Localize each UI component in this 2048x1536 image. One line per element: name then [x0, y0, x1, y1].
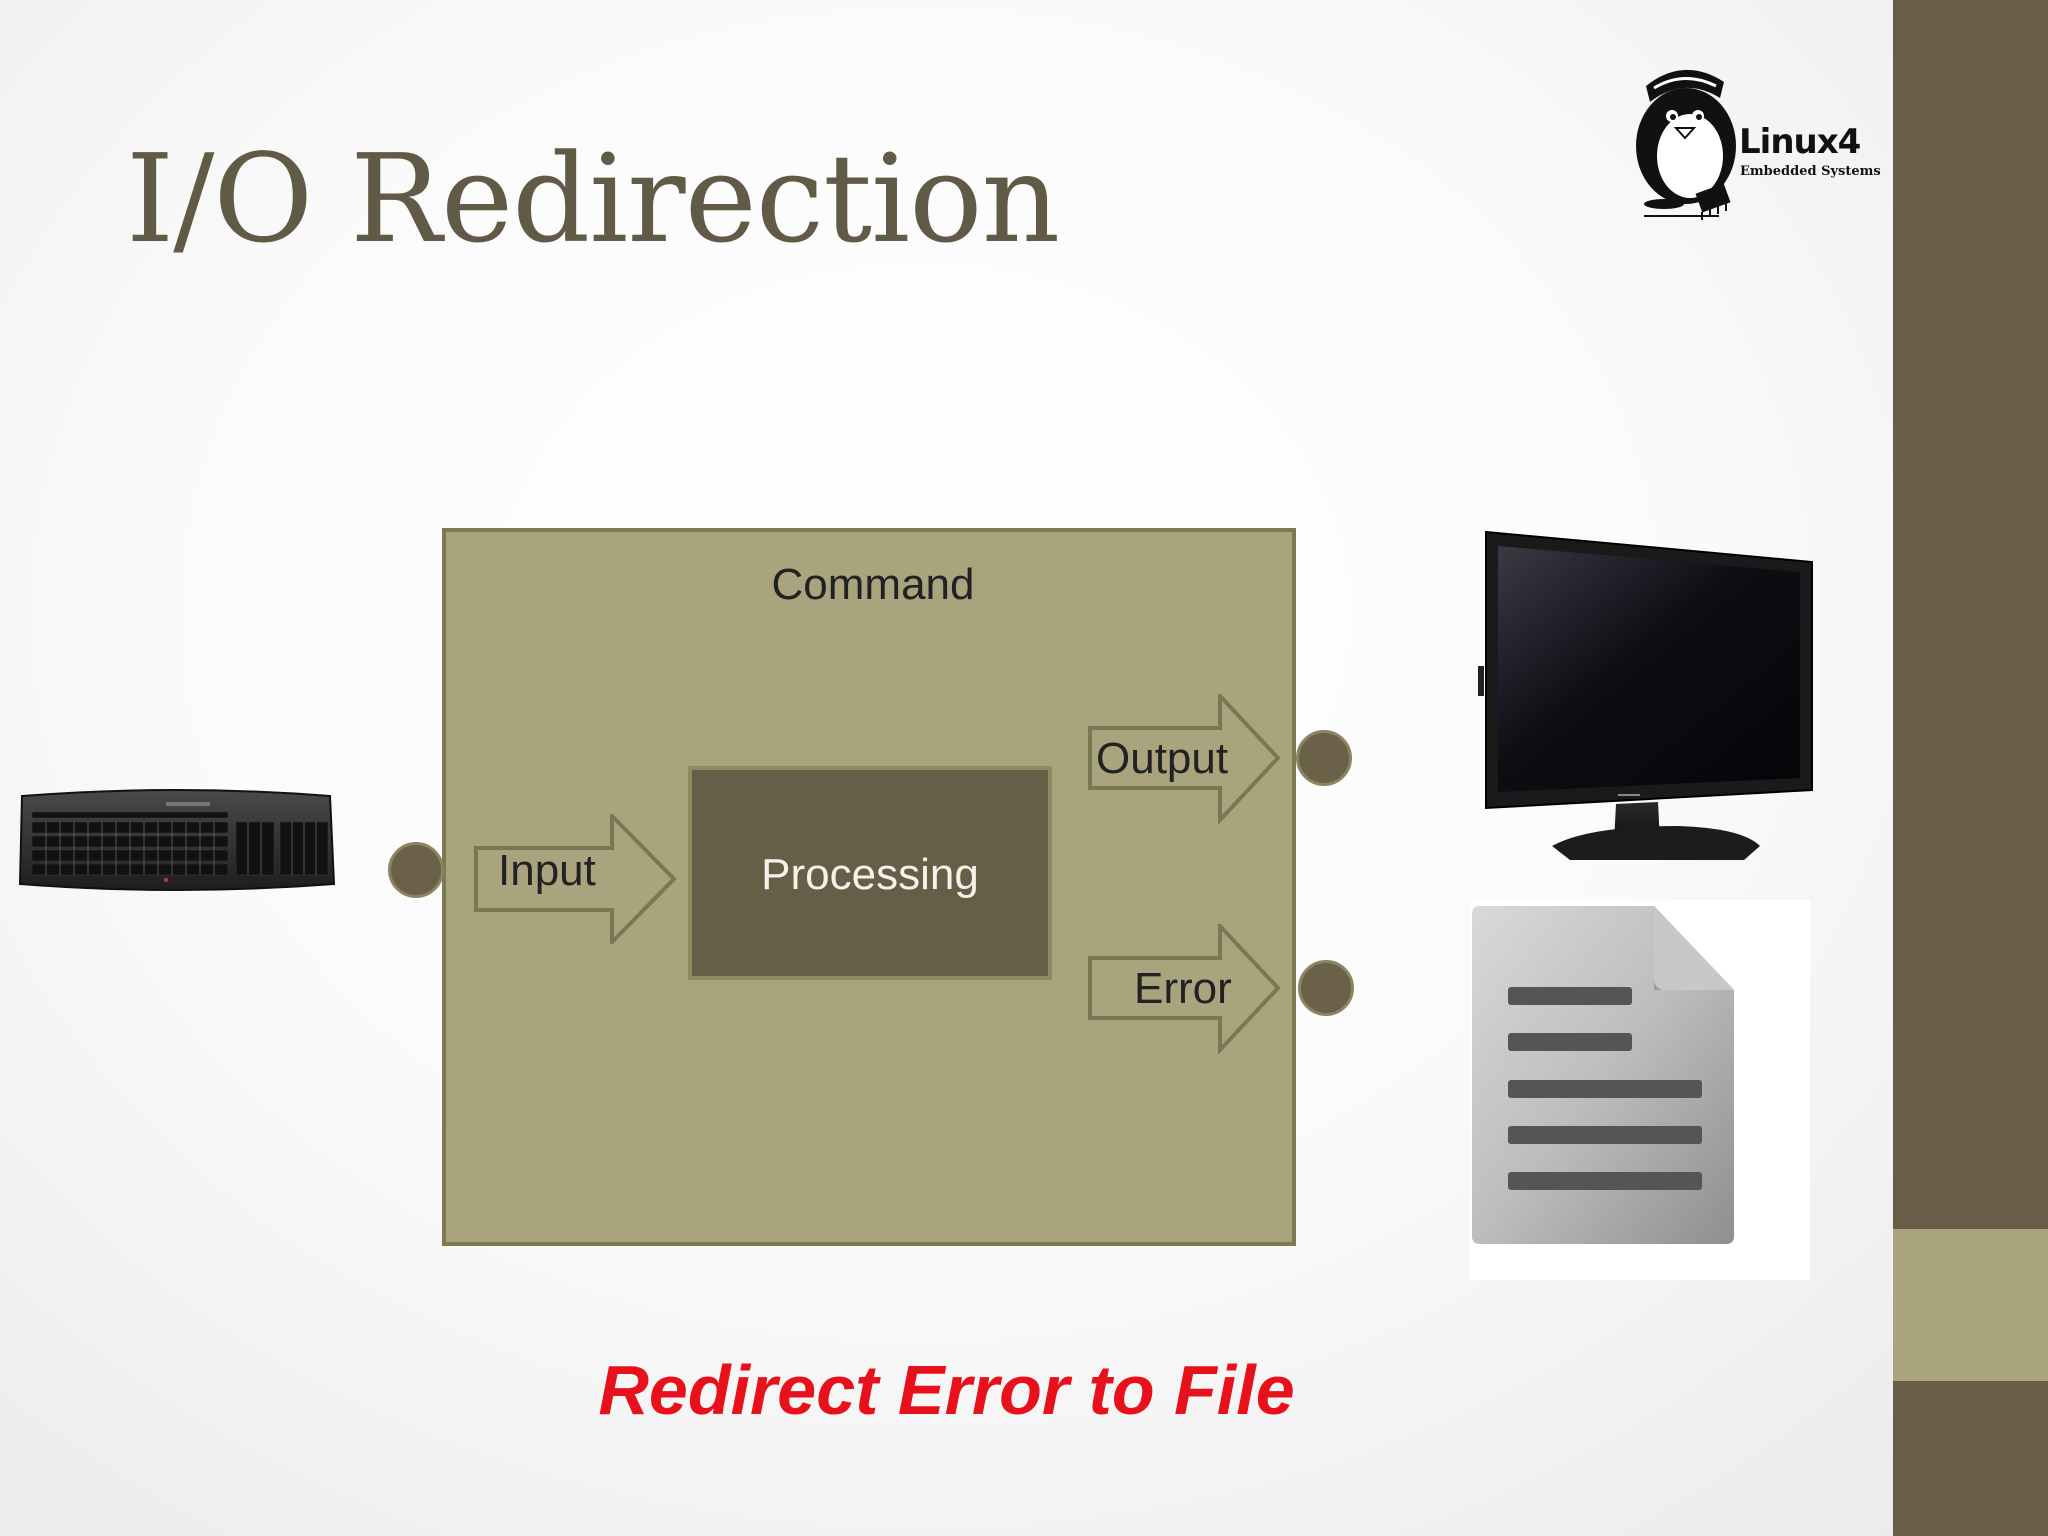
monitor-icon: [1478, 526, 1818, 862]
error-port: [1298, 960, 1354, 1016]
logo-tagline: Embedded Systems: [1740, 164, 1881, 179]
slide-title: I/O Redirection: [126, 128, 1060, 270]
input-label: Input: [498, 846, 596, 895]
command-label: Command: [771, 560, 975, 609]
linux4-logo: Linux4 Embedded Systems: [1624, 46, 1881, 226]
processing-box: Processing: [688, 766, 1052, 980]
keyboard-icon: [16, 780, 336, 905]
logo-wordmark: Linux4: [1739, 122, 1861, 162]
output-arrow: [1088, 694, 1281, 824]
input-port: [388, 842, 444, 898]
input-arrow: [474, 814, 677, 944]
sidebar-accent-band: [1893, 1229, 2048, 1381]
error-label: Error: [1134, 964, 1232, 1013]
error-arrow: [1088, 924, 1281, 1054]
output-label: Output: [1096, 734, 1229, 783]
penguin-logo-icon: [1636, 69, 1736, 220]
output-port: [1296, 730, 1352, 786]
processing-label: Processing: [761, 850, 979, 899]
slide-caption: Redirect Error to File: [598, 1351, 1295, 1429]
file-document-icon: [1470, 900, 1810, 1280]
